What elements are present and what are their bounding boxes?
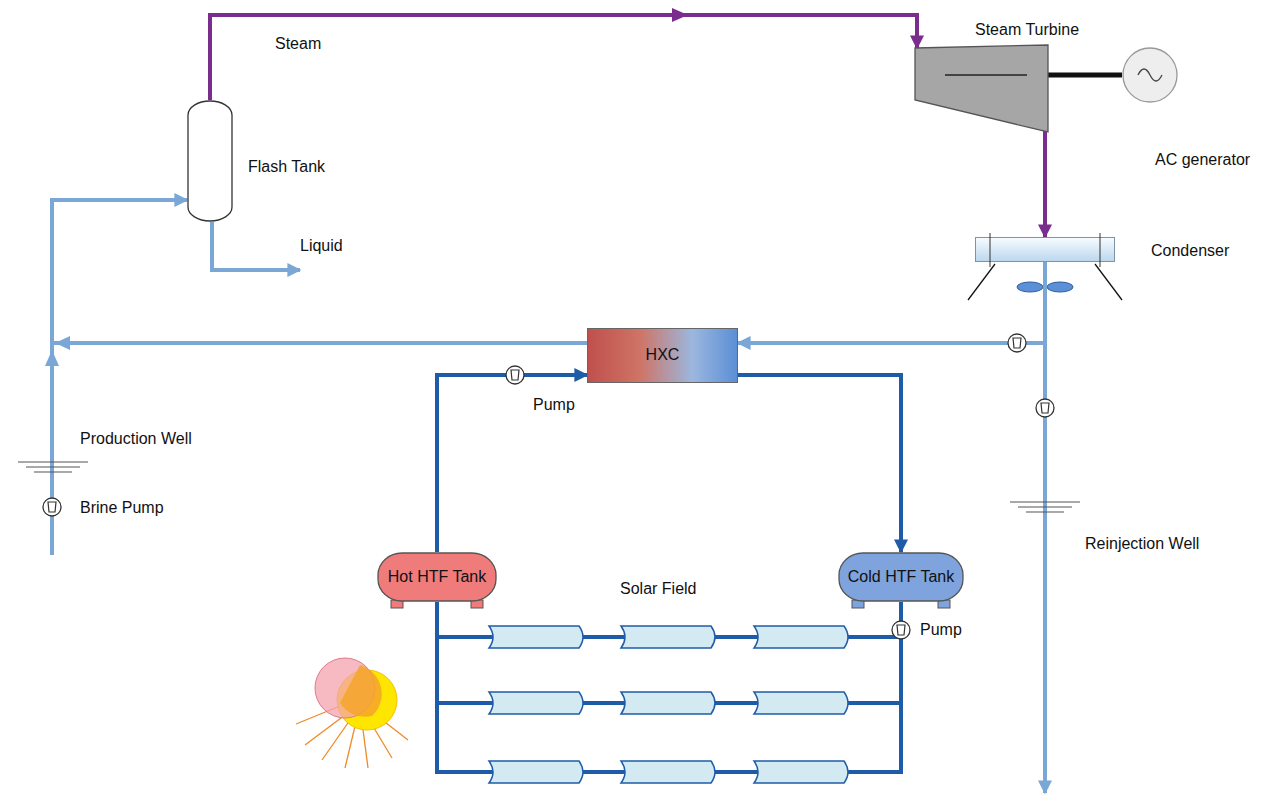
collector-tube	[621, 761, 715, 783]
collector-tube	[621, 626, 715, 648]
steam-turbine: Steam Turbine	[915, 45, 1048, 132]
equipment-label: Steam Turbine	[975, 21, 1079, 39]
ac-generator: AC generator	[1122, 47, 1178, 103]
plant-label: Brine Pump	[80, 499, 164, 517]
collector-tube	[489, 692, 583, 714]
plant-label: Solar Field	[620, 580, 696, 598]
flow-arrow	[45, 350, 59, 366]
exhaust-pipe	[1043, 131, 1047, 237]
plant-label: Pump	[920, 621, 962, 639]
equipment-label: AC generator	[1155, 151, 1250, 169]
edge-label: Steam	[275, 35, 321, 53]
flash-tank-shape	[187, 100, 233, 222]
equipment-label: Flash Tank	[248, 158, 325, 176]
node-label: Hot HTF Tank	[382, 568, 492, 586]
steam-pipe	[210, 15, 917, 100]
heat-exchanger: HXC	[587, 328, 738, 383]
collector-tube	[621, 692, 715, 714]
condenser: Condenser	[975, 237, 1115, 262]
condenser-shape	[976, 238, 1116, 263]
htf-pipe	[437, 602, 901, 772]
pump-symbol	[43, 498, 61, 516]
htf-pipe	[738, 375, 901, 552]
ac-generator-shape	[1122, 47, 1178, 103]
liquid-pipe	[212, 222, 300, 270]
htf-pipe	[437, 375, 587, 552]
pump-symbol	[892, 621, 910, 639]
node-label: HXC	[640, 346, 686, 364]
plant-label: Liquid	[300, 237, 343, 255]
cold-tank: Cold HTF Tank	[838, 552, 964, 602]
hot-tank: Hot HTF Tank	[377, 552, 497, 602]
flow-arrow	[55, 336, 70, 350]
steam-turbine-shape	[915, 45, 1048, 132]
plant-label: Pump	[533, 396, 575, 414]
sun-symbol	[296, 658, 408, 768]
plant-label: Production Well	[80, 430, 192, 448]
brine-pipe	[52, 200, 587, 343]
condensate-pipe	[738, 262, 1045, 343]
plant-label: Reinjection Well	[1085, 535, 1199, 553]
turbine-shaft	[1048, 73, 1122, 78]
production-pipe	[50, 345, 54, 555]
collector-tube	[754, 626, 848, 648]
pump-symbols	[43, 334, 1054, 639]
ground-symbol	[1010, 502, 1080, 512]
collector-tube	[489, 761, 583, 783]
ground-symbol	[18, 462, 88, 472]
flow-arrow	[672, 8, 688, 22]
flash-tank: Flash Tank	[187, 100, 233, 222]
collector-tube	[489, 626, 583, 648]
equipment-label: Condenser	[1151, 242, 1229, 260]
pump-symbol	[506, 366, 524, 384]
collector-tube	[754, 692, 848, 714]
pump-symbol	[1008, 334, 1026, 352]
node-label: Cold HTF Tank	[842, 568, 960, 586]
pump-symbol	[1036, 399, 1054, 417]
solar-collectors	[489, 626, 848, 783]
collector-tube	[754, 761, 848, 783]
